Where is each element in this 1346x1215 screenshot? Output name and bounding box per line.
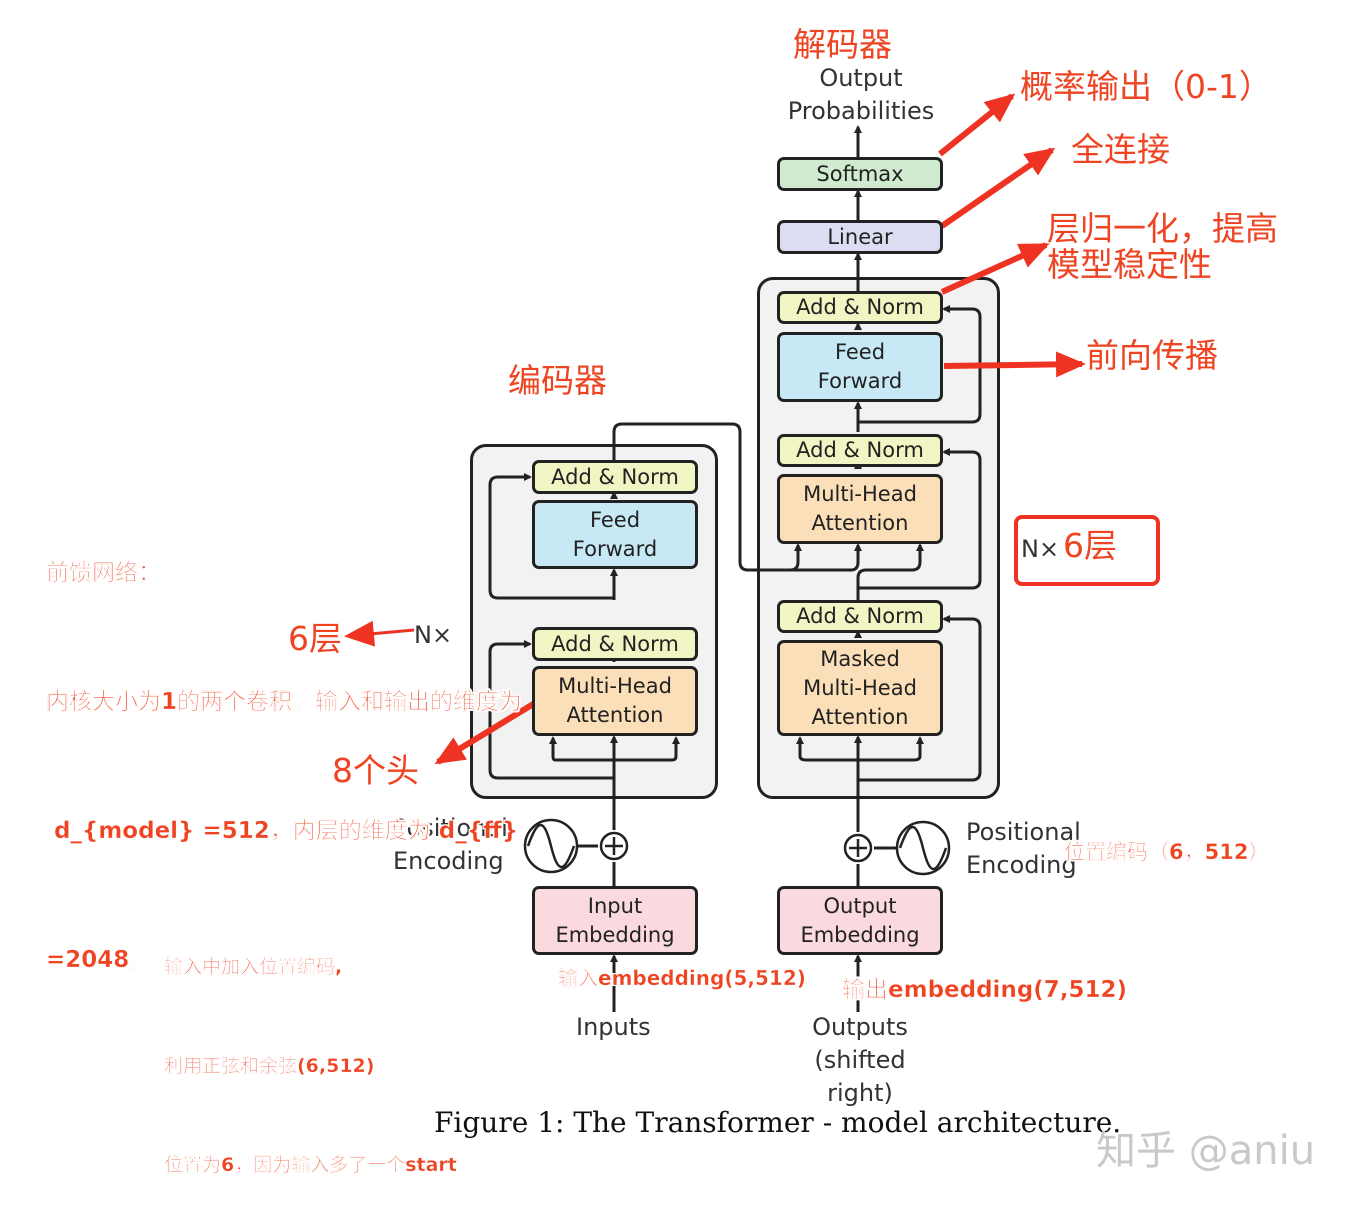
softmax-block: Softmax [777,157,943,191]
encoder-add-norm-bottom: Add & Norm [532,627,698,661]
input-embedding-note: 输入embedding(5,512) [558,966,806,990]
linear-block: Linear [777,220,943,254]
decoder-add-norm-middle-label: Add & Norm [796,438,924,462]
encoder-ff-line1: Feed [589,507,641,532]
dec-positional-line2: Encoding [966,851,1077,879]
decoder-mha-line1: Multi-Head [803,482,917,506]
decoder-ff-line1: Feed [834,340,886,364]
dec-positional-line1: Positional [966,818,1081,846]
input-embedding-line2: Embedding [555,922,675,947]
watermark: 知乎 @aniu [1096,1128,1316,1174]
outputs-line2: (shifted right) [814,1046,906,1107]
outputs-line1: Outputs [812,1013,908,1041]
decoder-layers-note: 6层 [1063,526,1117,565]
feed-forward-note: 前向传播 [1086,336,1218,375]
decoder-ff-line2: Forward [817,369,903,393]
enc-positional-line2: Encoding [393,847,504,875]
masked-mha-line1: Masked [820,646,900,671]
inputs-label: Inputs [576,1013,651,1041]
encoder-mha-line1: Multi-Head [558,674,672,698]
ffn-note-line2: 内核大小为1的两个卷积。输入和输出的维度为 [46,689,523,715]
pos-note-line1: 输入中加入位置编码, [164,956,343,978]
fully-connected-note: 全连接 [1071,130,1170,169]
masked-mha-line2: Multi-Head [803,675,917,700]
decoder-add-norm-middle: Add & Norm [777,434,943,467]
linear-label: Linear [827,224,893,249]
masked-mha-line3: Attention [811,704,909,729]
decoder-nx-label: N× [1021,535,1060,563]
output-embedding-line1: Output [823,893,897,918]
enc-positional-line1: Positional [393,814,508,842]
decoder-add-norm-bottom-label: Add & Norm [796,604,924,628]
heads-note: 8个头 [332,751,419,790]
encoder-add-norm-top: Add & Norm [532,460,698,494]
pos-note-line2: 利用正弦和余弦(6,512) [164,1055,375,1077]
layer-norm-note: 层归一化，提高模型稳定性 [1047,211,1278,283]
encoder-nx-label: N× [414,621,453,649]
layer-norm-line2: 模型稳定性 [1047,245,1212,284]
decoder-add-norm-top: Add & Norm [777,291,943,324]
decoder-mha-line2: Attention [811,511,909,535]
input-embedding-line1: Input [587,893,643,918]
softmax-label: Softmax [816,161,904,186]
positional-size-note: 位置编码（6，512） [1064,840,1270,864]
ffn-note-line4: =2048。 [46,947,153,973]
decoder-add-norm-top-label: Add & Norm [796,295,924,319]
output-embedding-line2: Embedding [800,922,920,947]
figure-caption: Figure 1: The Transformer - model archit… [434,1106,1122,1139]
prob-output-note: 概率输出（0-1） [1020,67,1272,106]
output-probs-line1: Output [819,64,903,92]
output-embedding-note: 输出embedding(7,512) [842,977,1128,1003]
layer-norm-line1: 层归一化，提高 [1047,209,1278,248]
encoder-add-norm-bottom-label: Add & Norm [551,631,679,656]
decoder-header: 解码器 [793,25,892,64]
decoder-add-norm-bottom: Add & Norm [777,600,943,633]
output-probs-line2: Probabilities [787,97,935,125]
encoder-add-norm-top-label: Add & Norm [551,464,679,489]
outputs-label: Outputs (shifted right) [781,1011,939,1110]
encoder-header: 编码器 [508,361,607,400]
encoder-mha-line2: Attention [566,703,664,727]
encoder-layers-note: 6层 [288,619,342,658]
pos-note-line3: 位置为6，因为输入多了一个start [164,1154,457,1176]
encoder-ff-line2: Forward [572,536,658,561]
positional-note: 输入中加入位置编码, 利用正弦和余弦(6,512) 位置为6，因为输入多了一个s… [164,885,457,1215]
ffn-note-line3: d_{model} =512，内层的维度为 d_{ff} [46,818,519,844]
ffn-note-line1: 前馈网络： [46,560,161,586]
ffn-note: 前馈网络： 内核大小为1的两个卷积。输入和输出的维度为 d_{model} =5… [46,466,522,1025]
